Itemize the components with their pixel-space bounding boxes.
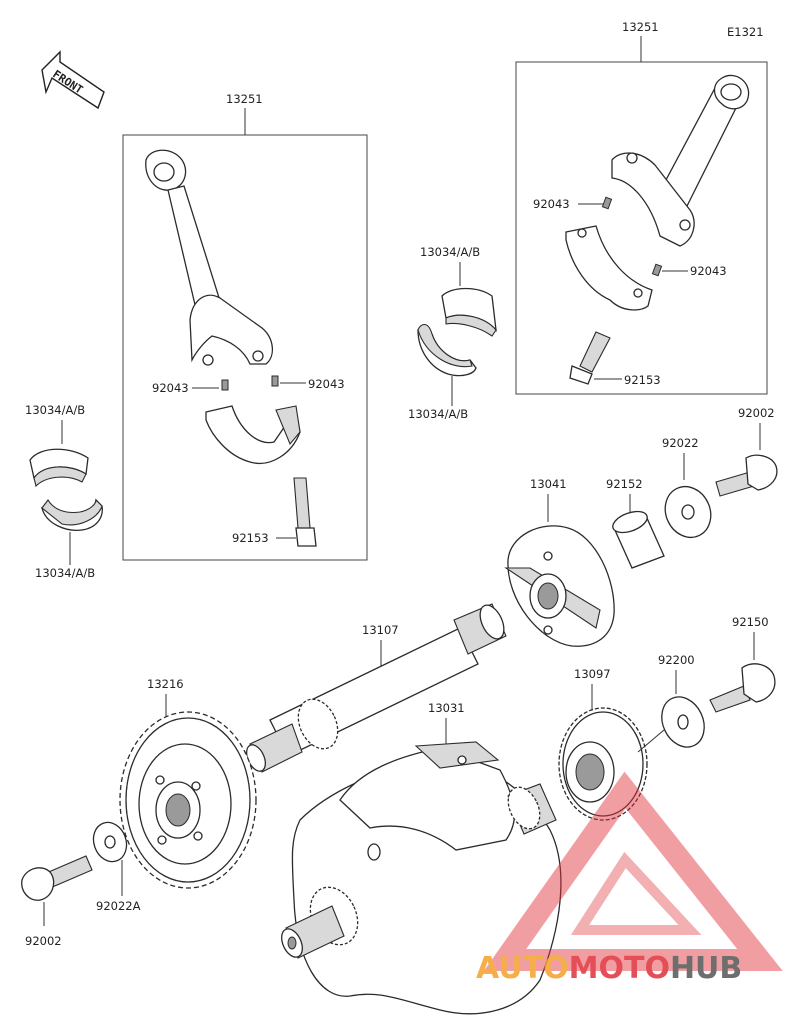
label-92002-top: 92002 xyxy=(738,406,775,420)
label-13034-mid-bottom: 13034/A/B xyxy=(408,407,468,421)
label-92200: 92200 xyxy=(658,653,695,667)
automotohub-watermark: AUTOMOTOHUB xyxy=(476,771,783,986)
label-92152: 92152 xyxy=(606,477,643,491)
washer-92022 xyxy=(664,486,712,538)
shaft-13107 xyxy=(245,603,507,773)
label-92153-left: 92153 xyxy=(232,531,269,545)
label-13251-top: 13251 xyxy=(622,20,659,34)
bearing-shell-mid-upper xyxy=(441,287,497,337)
label-92150: 92150 xyxy=(732,615,769,629)
label-92022A: 92022A xyxy=(96,899,141,913)
label-13216: 13216 xyxy=(147,677,184,691)
washer-92200 xyxy=(661,696,705,748)
connecting-rod-left xyxy=(145,149,273,366)
label-13034-left-top: 13034/A/B xyxy=(25,403,85,417)
label-92043-top-a: 92043 xyxy=(533,197,570,211)
watermark-part-auto: AUTO xyxy=(476,951,569,986)
connecting-rod-top xyxy=(565,74,750,385)
bolt-92002-bottom xyxy=(21,855,93,901)
label-92022: 92022 xyxy=(662,436,699,450)
gear-13097 xyxy=(558,707,665,821)
diagram-code: E1321 xyxy=(727,25,764,39)
label-13097: 13097 xyxy=(574,667,611,681)
label-13034-mid-top: 13034/A/B xyxy=(420,245,480,259)
bearing-shell-left-upper xyxy=(29,448,89,488)
rotor-13041 xyxy=(504,525,615,647)
label-92043-left-a: 92043 xyxy=(152,381,189,395)
collar-92152 xyxy=(612,510,665,569)
crankshaft-13031 xyxy=(281,741,562,1015)
conrod-bolt-left xyxy=(293,477,317,547)
washer-92022A xyxy=(92,821,128,863)
conrod-cap-left xyxy=(205,405,301,464)
label-92153-top: 92153 xyxy=(624,373,661,387)
bolt-92002-top xyxy=(715,454,778,497)
label-13107: 13107 xyxy=(362,623,399,637)
label-13251-left: 13251 xyxy=(226,92,263,106)
bearing-shell-left-lower xyxy=(41,498,103,531)
label-13041: 13041 xyxy=(530,477,567,491)
label-13031: 13031 xyxy=(428,701,465,715)
front-arrow-icon: FRONT xyxy=(41,50,105,110)
gear-13216 xyxy=(119,711,257,889)
bearing-shell-mid-lower xyxy=(417,323,477,377)
label-92043-left-b: 92043 xyxy=(308,377,345,391)
label-92043-top-b: 92043 xyxy=(690,264,727,278)
watermark-part-moto: MOTO xyxy=(569,951,670,986)
label-13034-left-bottom: 13034/A/B xyxy=(35,566,95,580)
label-92002-bottom: 92002 xyxy=(25,934,62,948)
watermark-part-hub: HUB xyxy=(670,951,742,986)
bolt-92150 xyxy=(709,663,776,713)
svg-text:AUTOMOTOHUB: AUTOMOTOHUB xyxy=(476,951,742,986)
